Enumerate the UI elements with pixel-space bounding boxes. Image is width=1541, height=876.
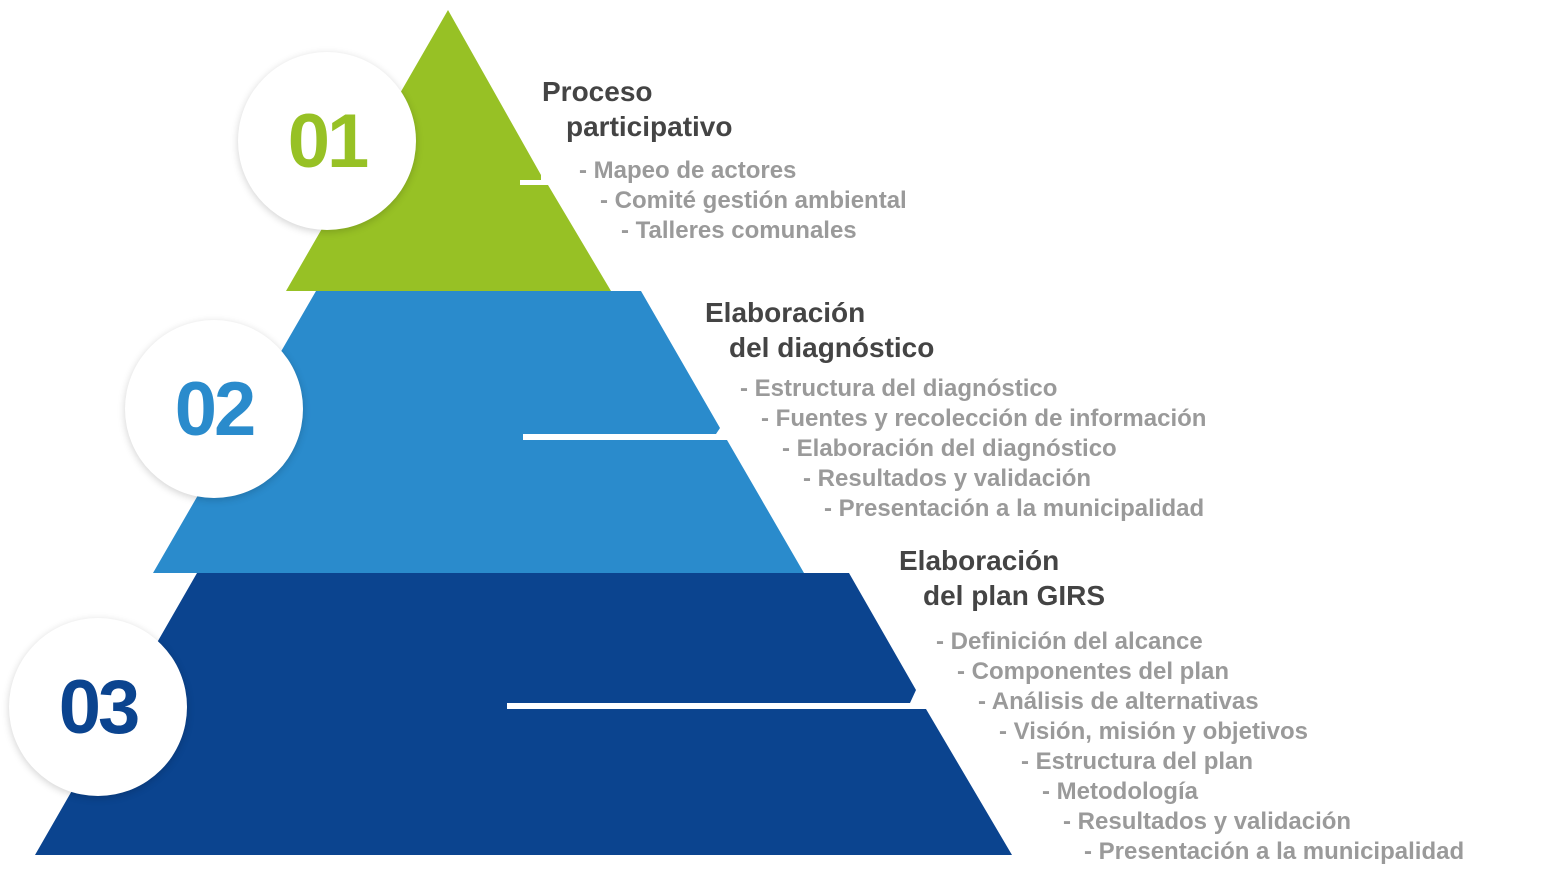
list-item: - Metodología (1042, 778, 1198, 805)
title-line: del plan GIRS (923, 580, 1106, 611)
list-item: - Presentación a la municipalidad (824, 495, 1205, 522)
title-line: Proceso (542, 76, 653, 107)
step-badge-03: 03 (9, 618, 187, 796)
list-item: - Definición del alcance (936, 628, 1203, 655)
list-item: - Mapeo de actores (579, 157, 797, 184)
list-item: - Visión, misión y objetivos (999, 718, 1308, 745)
title-line: del diagnóstico (729, 332, 935, 363)
list-item: - Estructura del diagnóstico (740, 375, 1058, 402)
pyramid-level-3 (35, 573, 1012, 855)
list-item: - Estructura del plan (1021, 748, 1254, 775)
step-badge-01: 01 (238, 52, 416, 230)
title-line: Elaboración (899, 545, 1060, 576)
level-1-title: Proceso participativo (542, 74, 732, 144)
level-3-title: Elaboración del plan GIRS (899, 543, 1105, 613)
title-line: Elaboración (705, 297, 866, 328)
list-item: - Elaboración del diagnóstico (782, 435, 1117, 462)
step-badge-02: 02 (125, 320, 303, 498)
list-item: - Resultados y validación (1063, 808, 1352, 835)
list-item: - Presentación a la municipalidad (1084, 838, 1465, 865)
pyramid-level-1 (286, 10, 611, 291)
pyramid-level-2 (153, 291, 804, 573)
list-item: - Componentes del plan (957, 658, 1230, 685)
list-item: - Resultados y validación (803, 465, 1092, 492)
title-line: participativo (566, 111, 733, 142)
list-item: - Fuentes y recolección de información (761, 405, 1207, 432)
level-2-title: Elaboración del diagnóstico (705, 295, 934, 365)
list-item: - Análisis de alternativas (978, 688, 1259, 715)
list-item: - Talleres comunales (621, 217, 857, 244)
list-item: - Comité gestión ambiental (600, 187, 907, 214)
